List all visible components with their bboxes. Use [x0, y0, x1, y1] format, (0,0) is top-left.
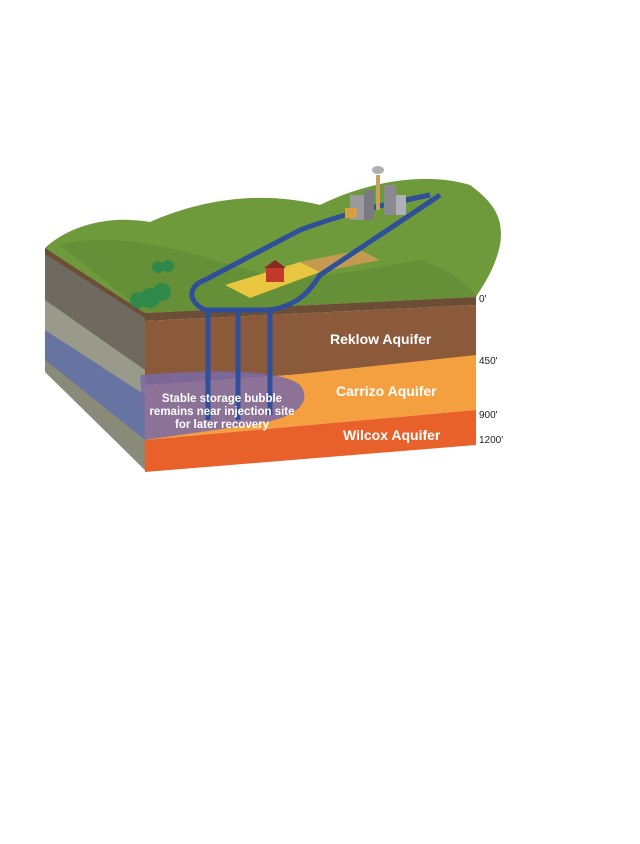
depth-900: 900'	[479, 410, 498, 421]
city-skyline	[345, 166, 406, 220]
storage-bubble	[140, 371, 305, 440]
bubble-text-line2: remains near injection site	[149, 406, 294, 418]
bubble-text-line3: for later recovery	[175, 419, 270, 431]
barn-icon	[264, 260, 286, 282]
depth-450: 450'	[479, 356, 498, 367]
trees	[130, 260, 174, 308]
depth-1200: 1200'	[479, 435, 503, 446]
carrizo-aquifer-label: Carrizo Aquifer	[336, 383, 437, 399]
wilcox-layer	[145, 410, 476, 472]
block-side-face	[45, 248, 145, 470]
bubble-text-line1: Stable storage bubble	[162, 393, 282, 405]
depth-0: 0'	[479, 294, 487, 305]
wilcox-aquifer-label: Wilcox Aquifer	[343, 427, 441, 443]
reklow-aquifer-label: Reklow Aquifer	[330, 331, 432, 347]
